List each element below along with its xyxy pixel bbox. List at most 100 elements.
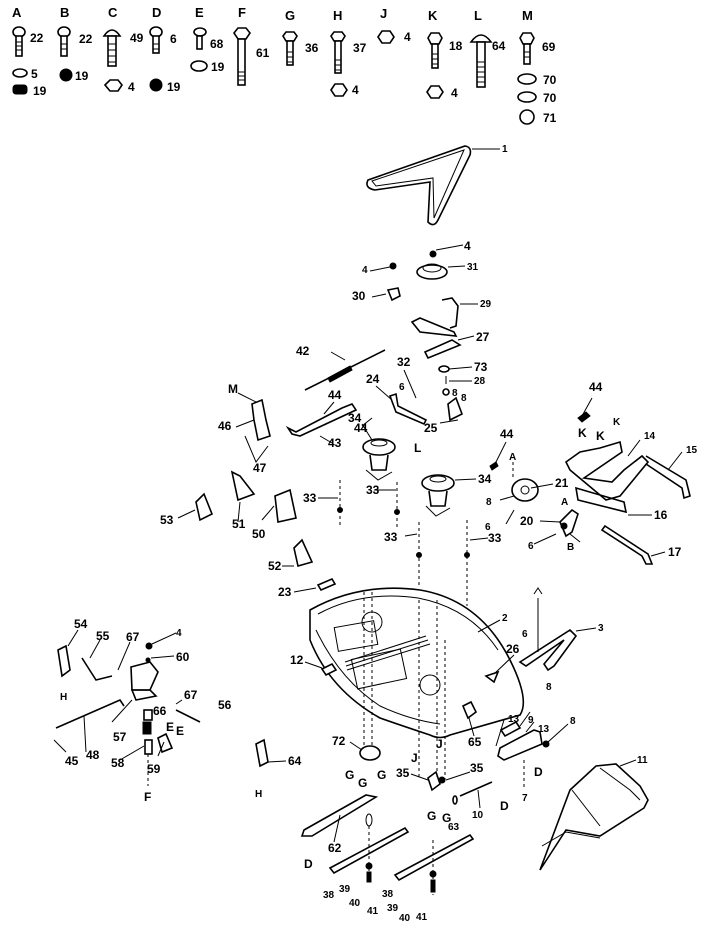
stabilizer: [300, 794, 379, 837]
callout-2: 2: [502, 613, 508, 624]
bracket: [255, 738, 269, 768]
callout-9: 9: [528, 715, 534, 726]
part-label: 61: [256, 46, 270, 60]
pulley-21-assembly: [489, 441, 554, 525]
key-letter-k: K: [428, 8, 438, 23]
spring: [304, 349, 386, 391]
pin: [459, 781, 493, 797]
callout-35: 35: [470, 761, 484, 775]
flange-nut-icon: [190, 60, 208, 72]
callout-4: 4: [464, 239, 471, 253]
callout-39: 39: [387, 903, 399, 914]
callout-34: 34: [478, 472, 492, 486]
ref-letter-g: G: [377, 768, 386, 782]
hardware-key: A B C D E F G H J K L M 22 5 19 22 19: [12, 5, 557, 125]
ref-letter-l: L: [414, 441, 421, 455]
callout-38: 38: [323, 890, 335, 901]
callout-8: 8: [486, 497, 492, 508]
ref-letter-h: H: [255, 789, 262, 800]
part-label: 19: [33, 84, 47, 98]
ref-letter-h: H: [60, 692, 67, 703]
ring: [365, 813, 373, 827]
hanger-assembly: [564, 397, 691, 565]
blade-left: [328, 826, 410, 883]
part-label: 64: [492, 39, 506, 53]
callout-42: 42: [296, 344, 310, 358]
part-label: 4: [128, 80, 135, 94]
nut: [442, 388, 450, 396]
ref-letter-k: K: [578, 426, 587, 440]
nut-icon: [149, 78, 163, 92]
carriage-bolt-icon: [149, 26, 163, 54]
decal: [316, 577, 337, 592]
pin: [452, 795, 458, 805]
callout-47: 47: [253, 461, 267, 475]
callout-65: 65: [468, 735, 482, 749]
callout-32: 32: [397, 355, 411, 369]
washer-icon: [517, 91, 537, 103]
callout-54: 54: [74, 617, 88, 631]
callout-38: 38: [382, 889, 394, 900]
callout-6: 6: [528, 541, 534, 552]
key-letter-b: B: [60, 5, 69, 20]
part-label: 4: [352, 83, 359, 97]
callout-53: 53: [160, 513, 174, 527]
idler: [369, 262, 401, 302]
callout-33: 33: [303, 491, 317, 505]
callout-34: 34: [348, 411, 362, 425]
hex-nut-icon: [103, 79, 123, 92]
callout-15: 15: [686, 445, 698, 456]
decal: [320, 662, 338, 677]
callout-50: 50: [252, 527, 266, 541]
callout-20: 20: [520, 514, 534, 528]
hex-bolt-icon: [330, 31, 346, 74]
bracket-arm-7: [495, 711, 569, 790]
part-label: 37: [353, 41, 367, 55]
callout-31: 31: [467, 262, 479, 273]
part-label: 69: [542, 40, 556, 54]
callout-6: 6: [399, 382, 405, 393]
callout-6: 6: [522, 629, 528, 640]
hex-bolt-icon: [519, 32, 535, 65]
part-label: 36: [305, 41, 319, 55]
callout-33: 33: [488, 531, 502, 545]
callout-33: 33: [384, 530, 398, 544]
carriage-bolt-icon: [469, 34, 493, 88]
carriage-bolt-icon: [102, 29, 122, 67]
bracket-35: [410, 770, 471, 792]
carriage-bolt-icon: [12, 26, 26, 57]
hex-nut-icon: [377, 30, 395, 44]
callout-23: 23: [278, 585, 292, 599]
callout-73: 73: [474, 360, 488, 374]
callout-40: 40: [349, 898, 361, 909]
part-label: 70: [543, 91, 557, 105]
bracket: [518, 628, 578, 672]
spindle-pulley: [361, 423, 396, 481]
callout-21: 21: [555, 476, 569, 490]
callout-28: 28: [474, 376, 486, 387]
nut-icon: [519, 109, 535, 125]
spindle-pulley: [421, 474, 477, 517]
hex-nut-icon: [330, 83, 348, 97]
ref-letter-a: A: [509, 452, 516, 463]
callout-26: 26: [506, 642, 520, 656]
callout-41: 41: [367, 906, 379, 917]
hex-bolt-icon: [233, 27, 251, 86]
key-letter-a: A: [12, 5, 22, 20]
callout-44: 44: [328, 388, 342, 402]
callout-33: 33: [366, 483, 380, 497]
brackets-left: [177, 470, 314, 568]
key-letter-e: E: [195, 5, 204, 20]
ref-letter-d: D: [534, 765, 543, 779]
decal: [461, 700, 478, 720]
carriage-bolt-icon: [193, 27, 207, 50]
part-label: 5: [31, 67, 38, 81]
part-label: 19: [211, 60, 225, 74]
ref-letter-j: J: [411, 751, 418, 765]
callout-17: 17: [668, 545, 682, 559]
spindle-bolts: [318, 480, 489, 606]
callout-25: 25: [424, 421, 438, 435]
key-letter-f: F: [238, 5, 246, 20]
key-letter-d: D: [152, 5, 161, 20]
